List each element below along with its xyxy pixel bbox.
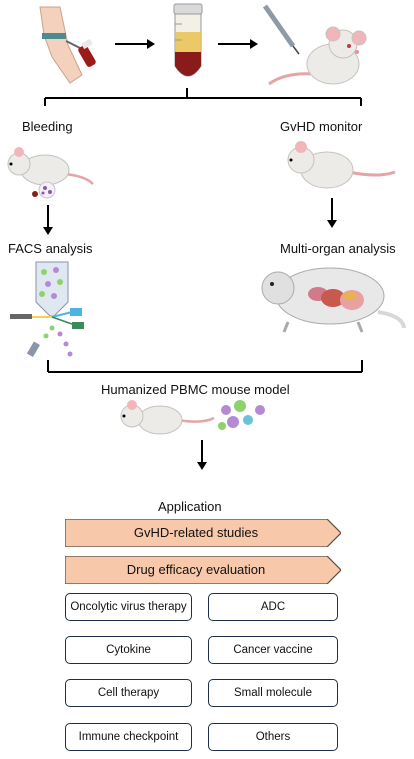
top-bracket <box>44 88 362 106</box>
model-label: Humanized PBMC mouse model <box>101 382 290 397</box>
app-box-others: Others <box>208 723 338 751</box>
gvhd-monitor-label: GvHD monitor <box>280 119 363 134</box>
injection-mouse-icon <box>262 4 367 86</box>
monitor-mouse-icon <box>287 141 396 189</box>
arrow-right-icon <box>115 39 155 49</box>
middle-bracket <box>47 360 363 373</box>
facs-analysis-label: FACS analysis <box>8 241 93 256</box>
application-label: Application <box>158 499 222 514</box>
drug-efficacy-label: Drug efficacy evaluation <box>126 562 266 577</box>
drug-efficacy-banner: Drug efficacy evaluation <box>65 556 341 584</box>
arrow-down-icon <box>43 205 53 235</box>
facs-cytometer-icon <box>10 261 84 358</box>
multi-organ-analysis-label: Multi-organ analysis <box>280 241 396 256</box>
multi-organ-mouse-icon <box>261 267 406 333</box>
bleeding-mouse-icon <box>7 147 94 199</box>
arrow-down-icon <box>197 440 207 470</box>
app-box-oncolytic-virus-therapy: Oncolytic virus therapy <box>65 593 192 621</box>
bleeding-label: Bleeding <box>22 119 73 134</box>
gvhd-studies-label: GvHD-related studies <box>133 525 259 540</box>
app-box-cell-therapy: Cell therapy <box>65 679 192 707</box>
app-box-cytokine: Cytokine <box>65 636 192 664</box>
pbmc-mouse-icon <box>120 400 265 435</box>
gvhd-studies-banner: GvHD-related studies <box>65 519 341 547</box>
arrow-right-icon <box>218 39 258 49</box>
app-box-immune-checkpoint: Immune checkpoint <box>65 723 192 751</box>
arm-blood-draw-icon <box>39 6 96 84</box>
app-box-adc: ADC <box>208 593 338 621</box>
app-box-cancer-vaccine: Cancer vaccine <box>208 636 338 664</box>
centrifuge-tube-icon <box>173 3 203 77</box>
arrow-down-icon <box>327 198 337 228</box>
app-box-small-molecule: Small molecule <box>208 679 338 707</box>
